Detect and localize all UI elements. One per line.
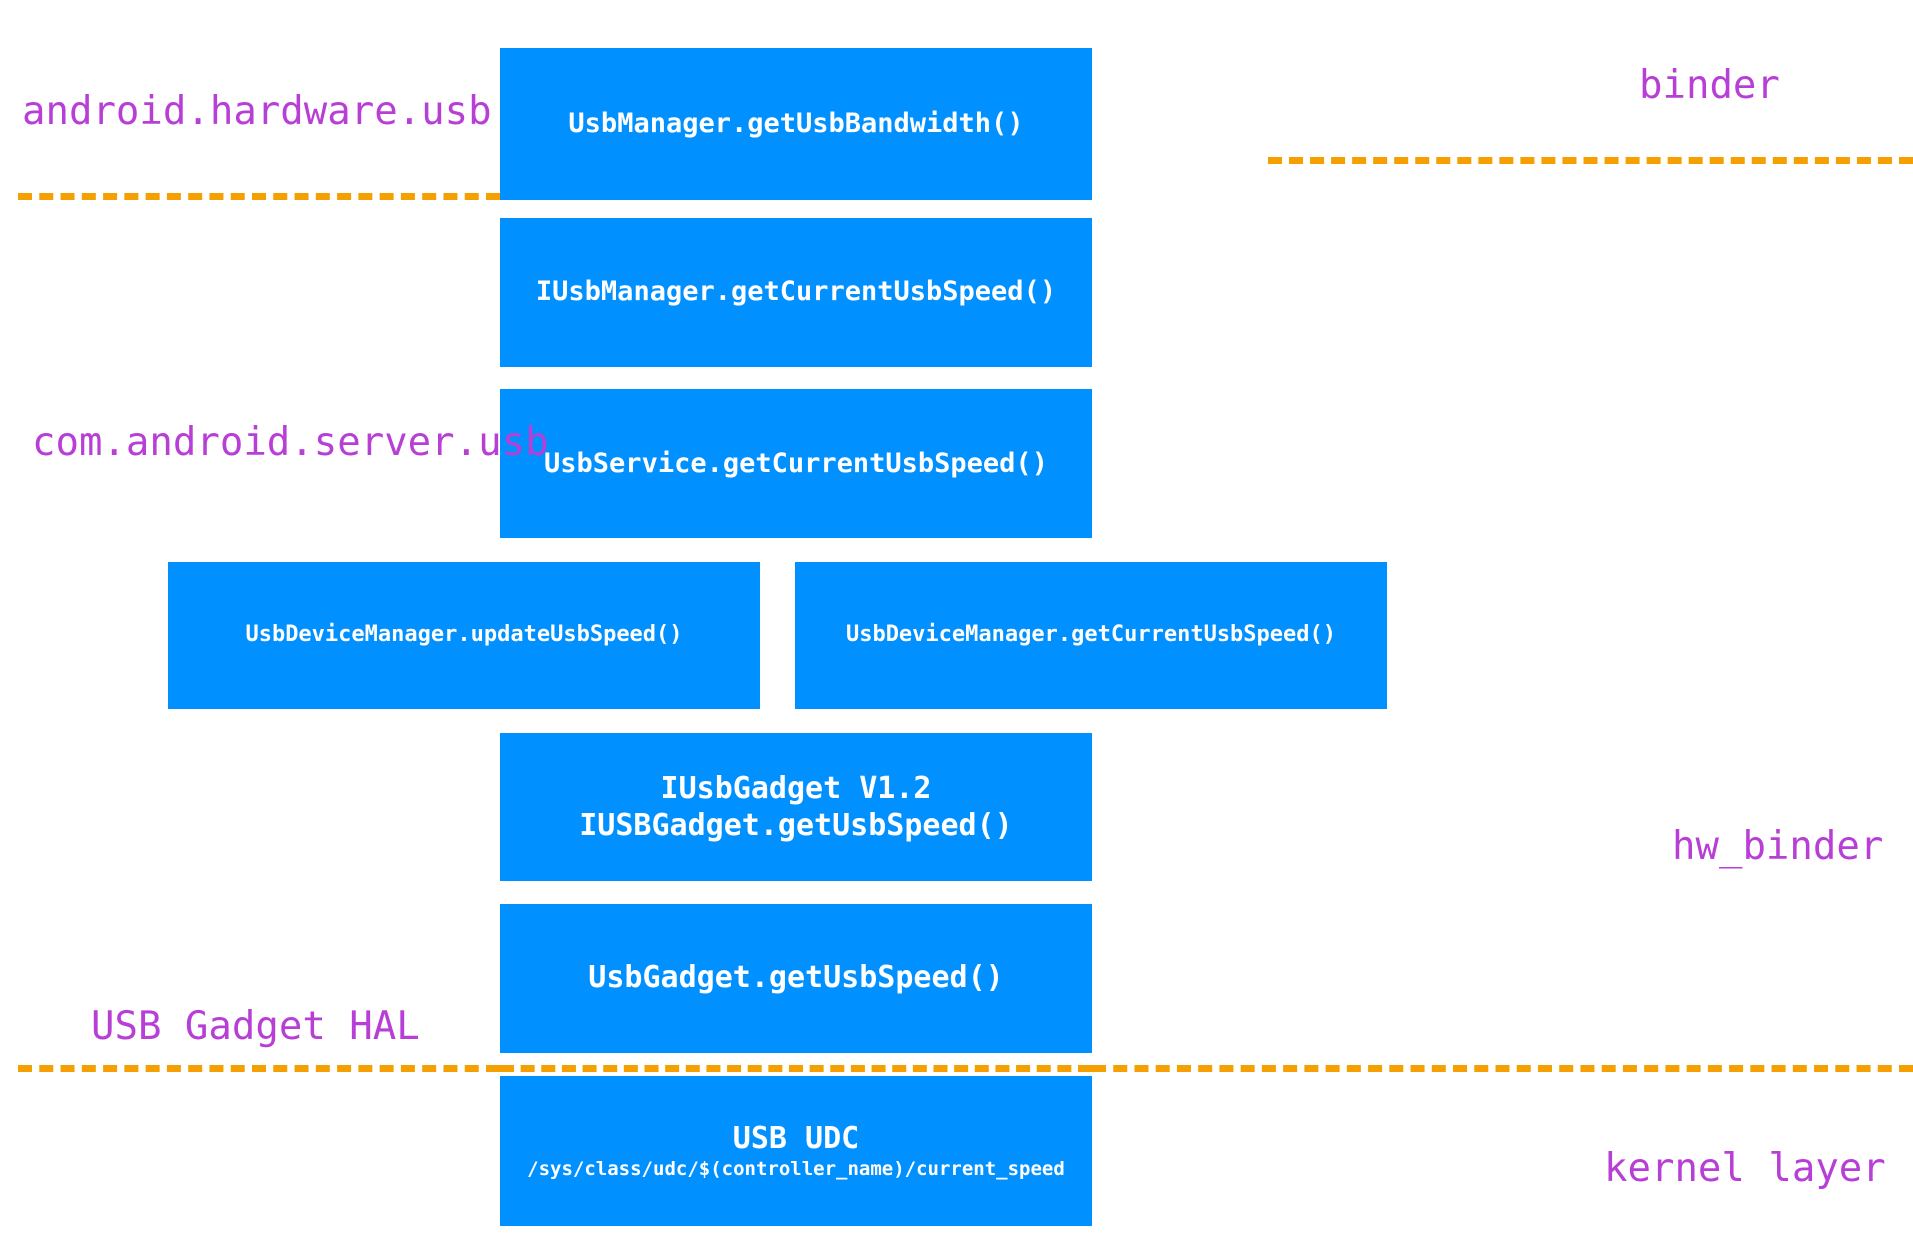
box-iusbmanager-get-current-usb-speed[interactable]: IUsbManager.getCurrentUsbSpeed(): [500, 217, 1092, 367]
layer-label-hw-binder: hw_binder: [1672, 824, 1884, 870]
layer-label-android-hardware-usb: android.hardware.usb: [22, 89, 492, 135]
layer-label-binder: binder: [1639, 63, 1780, 109]
box-label-line1: USB UDC: [732, 1121, 860, 1157]
box-usbservice-get-current-usb-speed[interactable]: UsbService.getCurrentUsbSpeed(): [500, 389, 1092, 539]
layer-label-usb-gadget-hal: USB Gadget HAL: [91, 1004, 420, 1050]
box-label-line1: UsbManager.getUsbBandwidth(): [568, 108, 1024, 140]
divider-hw-binder-right: [1092, 1065, 1913, 1073]
divider-binder-right: [1268, 156, 1913, 164]
box-usbmanager-get-usb-bandwidth[interactable]: UsbManager.getUsbBandwidth(): [500, 48, 1092, 201]
divider-binder-left: [18, 192, 500, 200]
box-usbgadget-get-usb-speed[interactable]: UsbGadget.getUsbSpeed(): [500, 903, 1092, 1053]
box-label-line1: IUsbGadget V1.2: [660, 770, 932, 806]
divider-hw-binder-left: [18, 1065, 500, 1073]
divider-hw-binder-middle: [500, 1065, 1092, 1073]
box-label-line1: UsbDeviceManager.updateUsbSpeed(): [245, 622, 683, 648]
box-label-line1: UsbGadget.getUsbSpeed(): [588, 960, 1004, 996]
box-usbdevicemanager-update-usb-speed[interactable]: UsbDeviceManager.updateUsbSpeed(): [168, 561, 760, 709]
box-label-line1: IUsbManager.getCurrentUsbSpeed(): [535, 276, 1057, 308]
box-iusbgadget[interactable]: IUsbGadget V1.2 IUSBGadget.getUsbSpeed(): [500, 733, 1092, 882]
box-label-line1: UsbService.getCurrentUsbSpeed(): [544, 447, 1048, 479]
box-label-line2: /sys/class/udc/$(controller_name)/curren…: [527, 1157, 1065, 1180]
box-label-line2: IUSBGadget.getUsbSpeed(): [579, 808, 1013, 844]
layer-label-kernel-layer: kernel layer: [1604, 1146, 1886, 1192]
box-usb-udc[interactable]: USB UDC /sys/class/udc/$(controller_name…: [500, 1076, 1092, 1226]
layer-label-com-android-server-usb: com.android.server.usb: [32, 420, 549, 466]
box-usbdevicemanager-get-current-usb-speed[interactable]: UsbDeviceManager.getCurrentUsbSpeed(): [795, 561, 1387, 709]
box-label-line1: UsbDeviceManager.getCurrentUsbSpeed(): [845, 622, 1337, 648]
